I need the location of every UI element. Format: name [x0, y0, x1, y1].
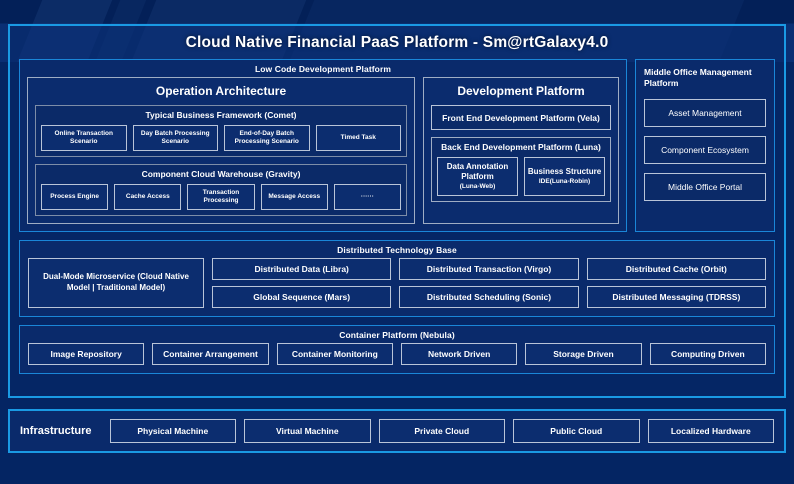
- infrastructure-item-private-cloud[interactable]: Private Cloud: [378, 419, 506, 443]
- typical-business-framework-title: Typical Business Framework (Comet): [145, 110, 297, 120]
- page-title: Cloud Native Financial PaaS Platform - S…: [185, 33, 609, 51]
- distributed-column: Distributed Transaction (Virgo) Distribu…: [399, 258, 579, 308]
- container-item-container-arrangement[interactable]: Container Arrangement: [152, 343, 269, 365]
- component-cloud-warehouse-group: Component Cloud Warehouse (Gravity) Proc…: [35, 164, 407, 216]
- distributed-technology-base-panel: Distributed Technology Base Dual-Mode Mi…: [19, 240, 775, 317]
- distributed-technology-base-grid: Dual-Mode Microservice (Cloud Native Mod…: [28, 258, 766, 308]
- component-item[interactable]: Message Access: [260, 184, 328, 210]
- middle-office-management-platform-panel: Middle Office Management Platform Asset …: [635, 59, 775, 232]
- architecture-diagram-frame: Cloud Native Financial PaaS Platform - S…: [8, 24, 786, 398]
- dual-mode-microservice-box[interactable]: Dual-Mode Microservice (Cloud Native Mod…: [28, 258, 204, 308]
- development-platform-panel: Development Platform Front End Developme…: [423, 77, 619, 224]
- container-platform-title: Container Platform (Nebula): [339, 330, 455, 340]
- framework-item[interactable]: End-of-Day Batch Processing Scenario: [224, 125, 310, 151]
- global-sequence-box[interactable]: Global Sequence (Mars): [212, 286, 392, 308]
- diagram-body: Low Code Development Platform Operation …: [10, 59, 784, 383]
- back-end-items: Data Annotation Platform (Luna-Web) Busi…: [437, 157, 605, 197]
- component-item-more[interactable]: ······: [333, 184, 402, 210]
- distributed-column: Distributed Data (Libra) Global Sequence…: [212, 258, 392, 308]
- distributed-cache-box[interactable]: Distributed Cache (Orbit): [586, 258, 766, 280]
- typical-business-framework-group: Typical Business Framework (Comet) Onlin…: [35, 105, 407, 157]
- infrastructure-item-physical-machine[interactable]: Physical Machine: [109, 419, 237, 443]
- container-platform-items: Image Repository Container Arrangement C…: [28, 343, 766, 365]
- container-item-storage-driven[interactable]: Storage Driven: [525, 343, 642, 365]
- middle-office-item-component-ecosystem[interactable]: Component Ecosystem: [644, 135, 766, 164]
- low-code-development-platform-panel: Low Code Development Platform Operation …: [19, 59, 627, 232]
- distributed-scheduling-box[interactable]: Distributed Scheduling (Sonic): [399, 286, 579, 308]
- back-end-development-platform-group: Back End Development Platform (Luna) Dat…: [431, 137, 611, 203]
- business-structure-ide-label: Business Structure: [527, 167, 602, 177]
- middle-office-item-asset-management[interactable]: Asset Management: [644, 98, 766, 127]
- distributed-messaging-box[interactable]: Distributed Messaging (TDRSS): [586, 286, 766, 308]
- middle-office-item-portal[interactable]: Middle Office Portal: [644, 172, 766, 201]
- typical-business-framework-items: Online Transaction Scenario Day Batch Pr…: [41, 125, 401, 151]
- data-annotation-platform-sublabel: (Luna-Web): [459, 182, 496, 190]
- operation-architecture-title: Operation Architecture: [155, 84, 287, 98]
- middle-office-title: Middle Office Management Platform: [644, 67, 752, 89]
- low-code-platform-title: Low Code Development Platform: [254, 64, 392, 74]
- infrastructure-item-public-cloud[interactable]: Public Cloud: [513, 419, 640, 443]
- component-item[interactable]: Process Engine: [41, 184, 109, 210]
- component-item[interactable]: Cache Access: [114, 184, 182, 210]
- container-item-image-repository[interactable]: Image Repository: [28, 343, 145, 365]
- data-annotation-platform-box[interactable]: Data Annotation Platform (Luna-Web): [437, 157, 518, 197]
- framework-item[interactable]: Day Batch Processing Scenario: [132, 125, 218, 151]
- container-item-network-driven[interactable]: Network Driven: [400, 343, 518, 365]
- low-code-columns: Operation Architecture Typical Business …: [20, 77, 626, 231]
- container-item-computing-driven[interactable]: Computing Driven: [649, 343, 766, 365]
- back-end-development-platform-title: Back End Development Platform (Luna): [441, 142, 601, 152]
- distributed-data-box[interactable]: Distributed Data (Libra): [212, 258, 392, 280]
- front-end-development-platform-box[interactable]: Front End Development Platform (Vela): [431, 105, 611, 130]
- component-cloud-warehouse-title: Component Cloud Warehouse (Gravity): [141, 169, 301, 179]
- top-row: Low Code Development Platform Operation …: [19, 59, 775, 232]
- infrastructure-item-virtual-machine[interactable]: Virtual Machine: [244, 419, 371, 443]
- infrastructure-label: Infrastructure: [20, 425, 92, 437]
- component-item[interactable]: Transaction Processing: [187, 184, 255, 210]
- distributed-column: Distributed Cache (Orbit) Distributed Me…: [586, 258, 766, 308]
- framework-item[interactable]: Timed Task: [315, 125, 401, 151]
- component-cloud-warehouse-items: Process Engine Cache Access Transaction …: [41, 184, 402, 210]
- operation-architecture-panel: Operation Architecture Typical Business …: [27, 77, 415, 224]
- development-platform-title: Development Platform: [457, 84, 585, 98]
- container-platform-panel: Container Platform (Nebula) Image Reposi…: [19, 325, 775, 374]
- data-annotation-platform-label: Data Annotation Platform: [446, 162, 509, 182]
- business-structure-ide-sublabel: IDE(Luna-Robin): [538, 177, 591, 185]
- infrastructure-panel: Infrastructure Physical Machine Virtual …: [8, 409, 786, 453]
- infrastructure-item-localized-hardware[interactable]: Localized Hardware: [647, 419, 775, 443]
- distributed-technology-base-title: Distributed Technology Base: [337, 245, 457, 255]
- container-item-container-monitoring[interactable]: Container Monitoring: [276, 343, 393, 365]
- distributed-transaction-box[interactable]: Distributed Transaction (Virgo): [399, 258, 579, 280]
- business-structure-ide-box[interactable]: Business Structure IDE(Luna-Robin): [524, 157, 605, 197]
- framework-item[interactable]: Online Transaction Scenario: [41, 125, 127, 151]
